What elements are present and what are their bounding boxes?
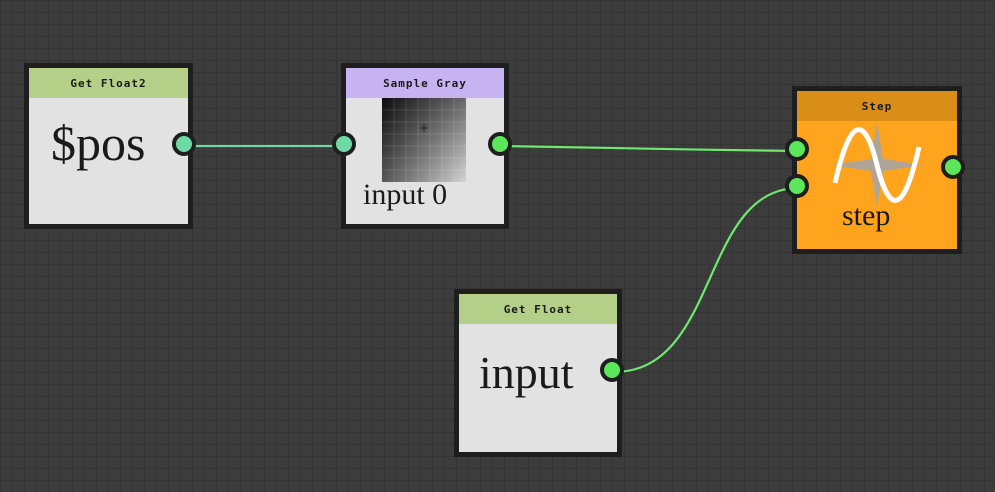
node-header: Get Float2 (29, 68, 188, 98)
sample-gray-output-port[interactable] (488, 132, 512, 156)
node-step[interactable]: Step step (792, 86, 962, 254)
node-get-float2[interactable]: Get Float2 $pos (24, 63, 193, 229)
node-header: Get Float (459, 294, 617, 324)
node-title: Get Float2 (70, 76, 147, 90)
node-body: input (459, 324, 617, 452)
wire-input-to-step[interactable] (613, 186, 800, 374)
node-body: $pos (29, 98, 188, 224)
node-sample-gray[interactable]: Sample Gray input 0 (341, 63, 509, 229)
sample-gray-input-port[interactable] (332, 132, 356, 156)
node-get-float[interactable]: Get Float input (454, 289, 622, 457)
node-value: input 0 (363, 178, 448, 211)
node-body: step (797, 121, 957, 249)
node-title: Step (861, 99, 893, 113)
get-float2-output-port[interactable] (172, 132, 196, 156)
gray-gradient-preview (382, 98, 466, 182)
step-output-port[interactable] (941, 155, 965, 179)
get-float-output-port[interactable] (600, 358, 624, 382)
wire-sample-to-step[interactable] (501, 144, 800, 153)
node-body: input 0 (346, 98, 504, 224)
node-value: input (479, 347, 574, 398)
step-input-port-2[interactable] (785, 174, 809, 198)
node-value: step (842, 199, 891, 232)
step-function-icon (831, 123, 923, 207)
step-input-port-1[interactable] (785, 137, 809, 161)
node-header: Sample Gray (346, 68, 504, 98)
node-title: Sample Gray (383, 76, 467, 90)
node-header: Step (797, 91, 957, 121)
node-value: $pos (51, 115, 146, 171)
node-title: Get Float (503, 302, 573, 316)
